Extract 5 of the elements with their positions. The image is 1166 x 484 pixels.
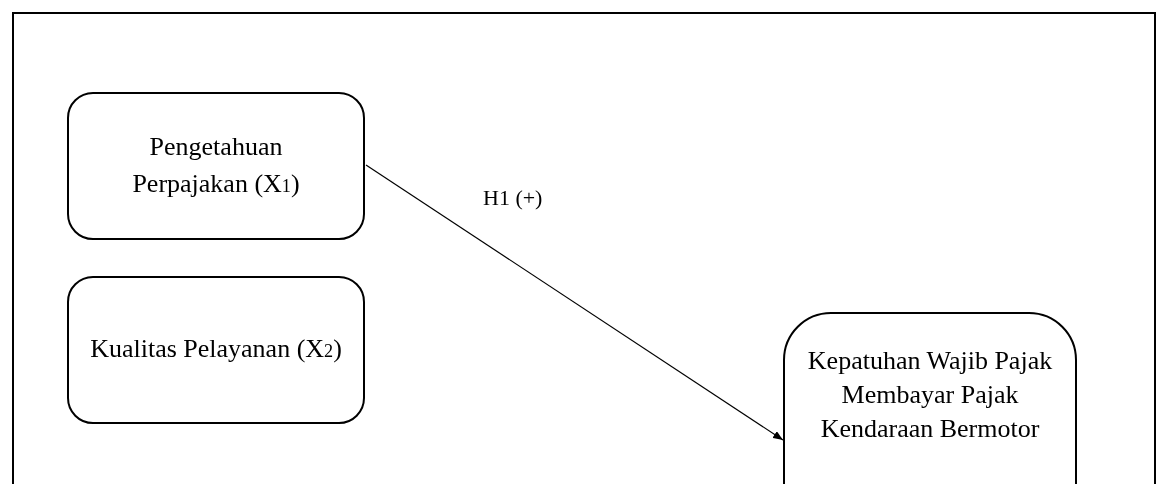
- variable-box: [783, 312, 1077, 484]
- variable-box: [67, 92, 365, 240]
- variable-label: Kepatuhan Wajib Pajak Membayar Pajak Kendaraan Bermotor: [806, 345, 1054, 445]
- variable-box: [67, 276, 365, 424]
- arrow: [365, 164, 784, 441]
